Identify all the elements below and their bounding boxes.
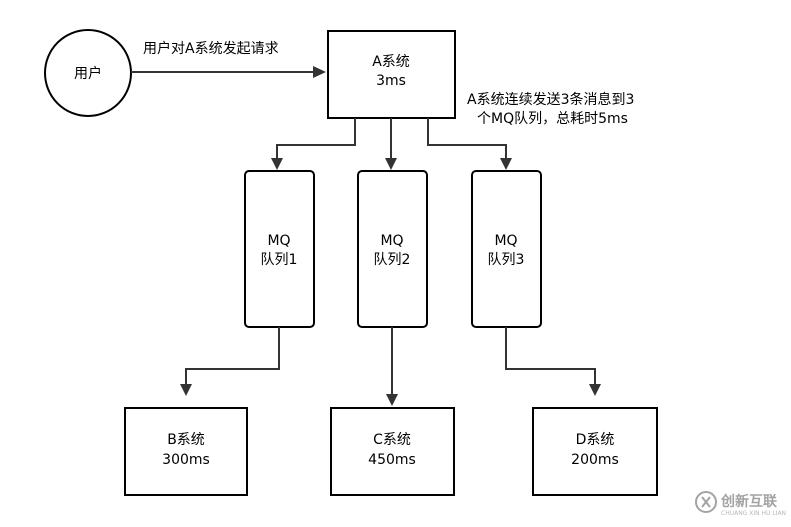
system-a-box — [327, 30, 456, 119]
user-node: 用户 — [44, 29, 132, 117]
edge-queue-3-to-d-arrowhead — [589, 384, 601, 396]
user-label: 用户 — [74, 65, 102, 82]
queue-3-node: MQ 队列3 — [471, 170, 542, 328]
system-b-box — [124, 407, 248, 496]
edge-queue-1-to-b-line — [185, 327, 280, 386]
system-c-latency: 450ms — [368, 452, 416, 468]
queue-1-type: MQ — [267, 233, 290, 249]
system-d-latency: 200ms — [571, 452, 619, 468]
system-a-latency: 3ms — [376, 73, 406, 89]
watermark-text: 创新互联 — [720, 493, 778, 510]
edge-a-to-queue-3-arrowhead — [500, 158, 512, 170]
system-d-node: D系统 200ms — [532, 407, 658, 496]
queue-2-box — [357, 170, 428, 328]
edge-a-to-queue-2-arrowhead — [385, 158, 397, 170]
system-c-box — [330, 407, 455, 496]
cx-logo-icon — [695, 491, 717, 513]
edge-user-to-a-label: 用户对A系统发起请求 — [143, 40, 279, 57]
edge-user-to-a: 用户对A系统发起请求 — [131, 40, 326, 78]
queue-2-type: MQ — [380, 233, 403, 249]
edge-a-to-queue-1 — [271, 118, 356, 170]
queue-3-type: MQ — [494, 233, 517, 249]
send-annotation-line-2: 个MQ队列，总耗时5ms — [477, 111, 628, 127]
system-b-name: B系统 — [167, 432, 205, 448]
queue-1-box — [244, 170, 315, 328]
queue-3-box — [471, 170, 542, 328]
system-c-node: C系统 450ms — [330, 407, 455, 496]
watermark-subtext: CHUANG XIN HU LIAN — [721, 510, 786, 517]
queue-1-name: 队列1 — [261, 252, 298, 268]
system-d-box — [532, 407, 658, 496]
edge-queue-3-to-d-line — [505, 327, 596, 386]
system-d-name: D系统 — [576, 432, 615, 448]
watermark: 创新互联 CHUANG XIN HU LIAN — [695, 491, 786, 517]
queue-3-name: 队列3 — [488, 252, 525, 268]
system-a-name: A系统 — [372, 54, 410, 70]
edge-queue-1-to-b-arrowhead — [180, 384, 192, 396]
system-a-node: A系统 3ms — [327, 30, 456, 119]
system-b-latency: 300ms — [162, 452, 210, 468]
queue-2-name: 队列2 — [374, 252, 411, 268]
edge-queue-3-to-d — [505, 327, 601, 396]
send-annotation: A系统连续发送3条消息到3 个MQ队列，总耗时5ms — [467, 91, 634, 127]
queue-1-node: MQ 队列1 — [244, 170, 315, 328]
edge-a-to-queue-3 — [427, 118, 512, 170]
edge-a-to-queue-1-line — [276, 118, 356, 160]
send-annotation-line-1: A系统连续发送3条消息到3 — [467, 91, 634, 108]
edge-a-to-queue-3-line — [427, 118, 507, 160]
system-c-name: C系统 — [373, 432, 411, 448]
edge-queue-2-to-c-arrowhead — [386, 394, 398, 406]
system-b-node: B系统 300ms — [124, 407, 248, 496]
edge-queue-2-to-c — [386, 327, 398, 406]
edge-user-to-a-arrowhead — [313, 66, 326, 78]
edge-a-to-queue-1-arrowhead — [271, 158, 283, 170]
edge-queue-1-to-b — [180, 327, 280, 396]
edge-a-to-queue-2 — [385, 118, 397, 170]
queue-2-node: MQ 队列2 — [357, 170, 428, 328]
